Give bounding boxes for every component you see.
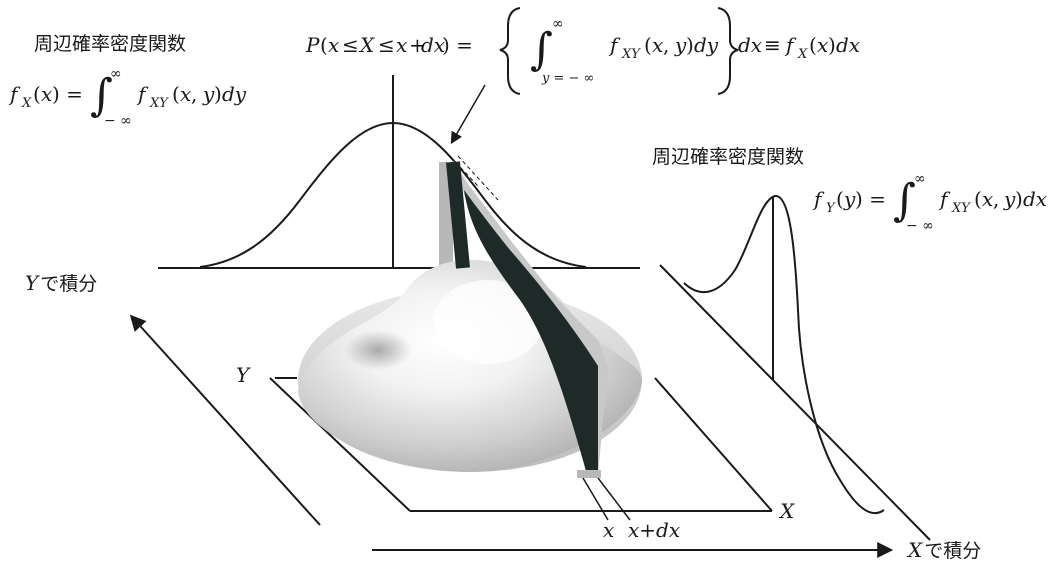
svg-text:(: ( — [320, 33, 328, 57]
svg-text:≤: ≤ — [342, 33, 359, 57]
tick-x-line — [582, 477, 609, 521]
svg-text:XY: XY — [149, 96, 169, 111]
svg-text:X: X — [21, 96, 32, 111]
svg-text:): ) — [1015, 187, 1023, 211]
svg-text:f: f — [812, 187, 825, 211]
marginal-y-curve — [683, 195, 885, 515]
svg-text:x: x — [652, 33, 663, 57]
svg-text:dx: dx — [1023, 187, 1047, 211]
tick-x-dx-label: x+dx — [628, 518, 680, 542]
svg-text:(: ( — [33, 82, 41, 106]
svg-text:): ) — [686, 33, 694, 57]
svg-text:): ) — [214, 82, 222, 106]
svg-text:P: P — [305, 33, 320, 57]
tick-x-dx-line — [597, 477, 631, 521]
surface-highlight — [433, 280, 543, 364]
axis-y-label: Y — [236, 363, 251, 387]
svg-text:∫: ∫ — [893, 175, 916, 226]
svg-text:y: y — [843, 187, 856, 211]
svg-text:dy: dy — [222, 82, 247, 106]
svg-text:∞: ∞ — [552, 16, 564, 32]
svg-text:dx: dx — [836, 33, 860, 57]
svg-text:x: x — [982, 187, 993, 211]
svg-text:,: , — [993, 187, 999, 211]
slice-foot — [577, 470, 601, 478]
svg-text:XY: XY — [951, 201, 971, 216]
svg-text:Y: Y — [826, 201, 836, 216]
svg-text:f: f — [608, 33, 621, 57]
svg-text:+: + — [409, 33, 426, 57]
dashed-guide-2 — [457, 155, 499, 201]
svg-text:≡: ≡ — [764, 33, 781, 57]
svg-text:dx: dx — [738, 33, 762, 57]
svg-text:X: X — [358, 33, 375, 57]
xy-plane — [269, 377, 773, 512]
marginal-x-curve — [199, 121, 587, 268]
marginal-x-title: 周辺確率密度関数 — [34, 33, 186, 55]
integrate-y-arrow — [129, 314, 321, 526]
svg-text:) =: ) = — [52, 82, 83, 106]
svg-text:∫: ∫ — [530, 24, 553, 75]
svg-text:f: f — [938, 187, 951, 211]
svg-text:dy: dy — [694, 33, 719, 57]
svg-text:(: ( — [974, 187, 982, 211]
svg-text:,: , — [191, 82, 197, 106]
svg-text:x: x — [328, 33, 339, 57]
svg-text:,: , — [663, 33, 669, 57]
svg-text:f: f — [8, 82, 21, 106]
svg-text:≤: ≤ — [378, 33, 395, 57]
marginal-y-title: 周辺確率密度関数 — [652, 146, 804, 168]
pointer-arrow — [450, 84, 486, 145]
svg-text:∞: ∞ — [914, 171, 926, 187]
svg-text:− ∞: − ∞ — [104, 113, 132, 129]
svg-text:XY: XY — [621, 47, 641, 62]
svg-text:x: x — [817, 33, 828, 57]
svg-text:− ∞: − ∞ — [906, 218, 934, 234]
cross-section-slice — [446, 160, 608, 478]
svg-text:(: ( — [836, 187, 844, 211]
svg-text:x: x — [396, 33, 407, 57]
slice-edge — [446, 161, 470, 269]
svg-text:dx: dx — [421, 33, 445, 57]
svg-text:f: f — [136, 82, 149, 106]
axis-x-label: X — [778, 499, 795, 523]
svg-text:(: ( — [644, 33, 652, 57]
svg-text:f: f — [784, 33, 797, 57]
svg-text:y: y — [674, 33, 687, 57]
marginal-y-plot — [659, 195, 931, 541]
svg-text:∞: ∞ — [110, 66, 122, 82]
marginal-x-plot — [158, 75, 640, 269]
svg-text:) =: ) = — [442, 33, 473, 57]
marginal-y-baseline — [659, 264, 931, 541]
svg-text:) =: ) = — [855, 187, 886, 211]
svg-text:(: ( — [809, 33, 817, 57]
svg-text:∫: ∫ — [90, 70, 113, 121]
dashed-guide-1 — [445, 151, 479, 187]
probability-formula: P ( x ≤ X ≤ x + dx ) = ∫ ∞ y = − ∞ f XY … — [305, 7, 860, 95]
surface-shadow — [344, 330, 412, 370]
svg-text:y: y — [1003, 187, 1016, 211]
svg-text:): ) — [828, 33, 836, 57]
svg-text:y = − ∞: y = − ∞ — [541, 71, 594, 86]
svg-text:x: x — [180, 82, 191, 106]
svg-text:(: ( — [172, 82, 180, 106]
slice-front-face — [464, 190, 598, 478]
tick-x-label: x — [603, 518, 614, 542]
marginal-y-formula: f Y (y) = ∫ ∞ − ∞ f XY (x, y) dx — [812, 171, 1047, 234]
svg-text:X: X — [797, 47, 808, 62]
svg-text:y: y — [202, 82, 215, 106]
marginal-x-formula: f X (x) = ∫ ∞ − ∞ f XY (x, y) dy — [8, 66, 247, 129]
svg-text:x: x — [41, 82, 52, 106]
